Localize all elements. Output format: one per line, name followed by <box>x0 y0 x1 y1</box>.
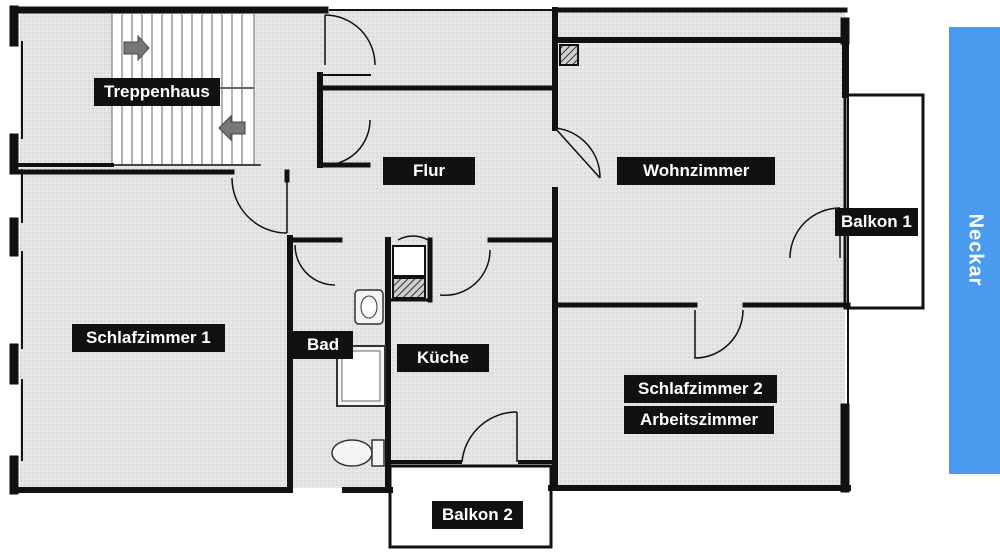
room-label-arbeitszimmer: Arbeitszimmer <box>624 406 775 434</box>
room-label-treppenhaus: Treppenhaus <box>94 78 220 106</box>
walls <box>9 5 851 495</box>
chimney-shaft <box>559 44 579 66</box>
river-indicator <box>949 27 1000 474</box>
river-label: Neckar <box>964 213 987 287</box>
room-label-schlafzimmer-2: Schlafzimmer 2 <box>624 375 777 403</box>
room-label-wohnzimmer: Wohnzimmer <box>617 157 776 185</box>
arrow-left-icon <box>218 114 246 142</box>
balcony-1 <box>843 93 925 310</box>
arrow-right-icon <box>123 34 150 62</box>
room-label-schlafzimmer-1: Schlafzimmer 1 <box>72 324 225 352</box>
toilet-icon <box>331 439 385 467</box>
room-label-flur: Flur <box>383 157 476 185</box>
kitchen-shaft <box>392 277 426 299</box>
room-label-balkon-2: Balkon 2 <box>432 501 523 529</box>
room-label-bad: Bad <box>293 331 354 359</box>
room-label-kueche: Küche <box>397 344 489 372</box>
sink-icon <box>354 289 384 325</box>
kitchen-duct <box>392 245 426 277</box>
room-label-balkon-1: Balkon 1 <box>835 208 918 236</box>
door-swings <box>231 14 841 463</box>
